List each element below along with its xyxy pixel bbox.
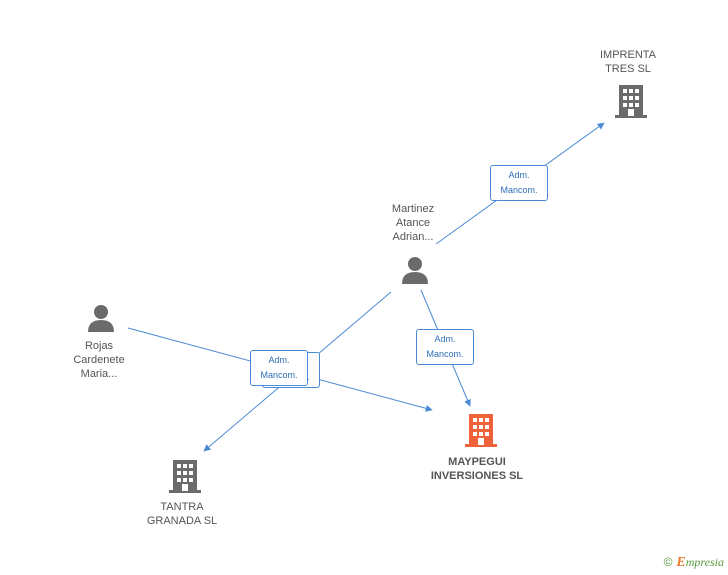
person-icon[interactable] — [402, 257, 428, 284]
node-label-rojas[interactable]: Rojas Cardenete Maria... — [59, 339, 139, 381]
edge-label-line: Adm. — [268, 355, 290, 365]
node-label-line: Adrian... — [392, 231, 434, 243]
node-label-line: Atance — [395, 217, 431, 229]
edge-label-line: Mancom. — [426, 349, 464, 359]
brand-name: mpresia — [685, 555, 724, 569]
empresia-logo[interactable]: ©Empresia — [664, 555, 724, 571]
edge-label-martinez-imprenta[interactable]: Adm. Mancom. — [490, 165, 548, 201]
building-icon[interactable] — [169, 460, 201, 493]
node-label-line: Maria... — [80, 368, 118, 380]
brand-initial: E — [676, 555, 686, 570]
building-icon[interactable] — [615, 85, 647, 118]
node-label-line: Cardenete — [73, 354, 125, 366]
node-label-line: GRANADA SL — [146, 515, 218, 527]
node-label-martinez[interactable]: Martinez Atance Adrian... — [373, 202, 453, 244]
node-label-imprenta[interactable]: IMPRENTA TRES SL — [588, 48, 668, 76]
node-label-line: TRES SL — [605, 63, 651, 75]
person-icon[interactable] — [88, 305, 114, 332]
copyright-icon: © — [663, 555, 673, 569]
edge-label-martinez-maypegui[interactable]: Adm. Mancom. — [416, 329, 474, 365]
edge-label-line: Mancom. — [500, 185, 538, 195]
edge-label-rojas-maypegui[interactable]: Adm. Mancom. — [250, 350, 308, 386]
node-label-line: INVERSIONES SL — [430, 470, 524, 482]
node-label-line: IMPRENTA — [599, 49, 657, 61]
edge-label-line: Mancom. — [260, 370, 298, 380]
node-label-maypegui[interactable]: MAYPEGUI INVERSIONES SL — [421, 455, 533, 483]
node-label-line: Rojas — [84, 340, 114, 352]
node-label-line: TANTRA — [160, 501, 204, 513]
building-icon[interactable] — [465, 414, 497, 447]
node-label-tantra[interactable]: TANTRA GRANADA SL — [137, 500, 227, 528]
edge-label-line: Adm. — [508, 170, 530, 180]
edge-label-line: Adm. — [434, 334, 456, 344]
node-label-line: Martinez — [391, 203, 435, 215]
node-label-line: MAYPEGUI — [448, 456, 506, 468]
